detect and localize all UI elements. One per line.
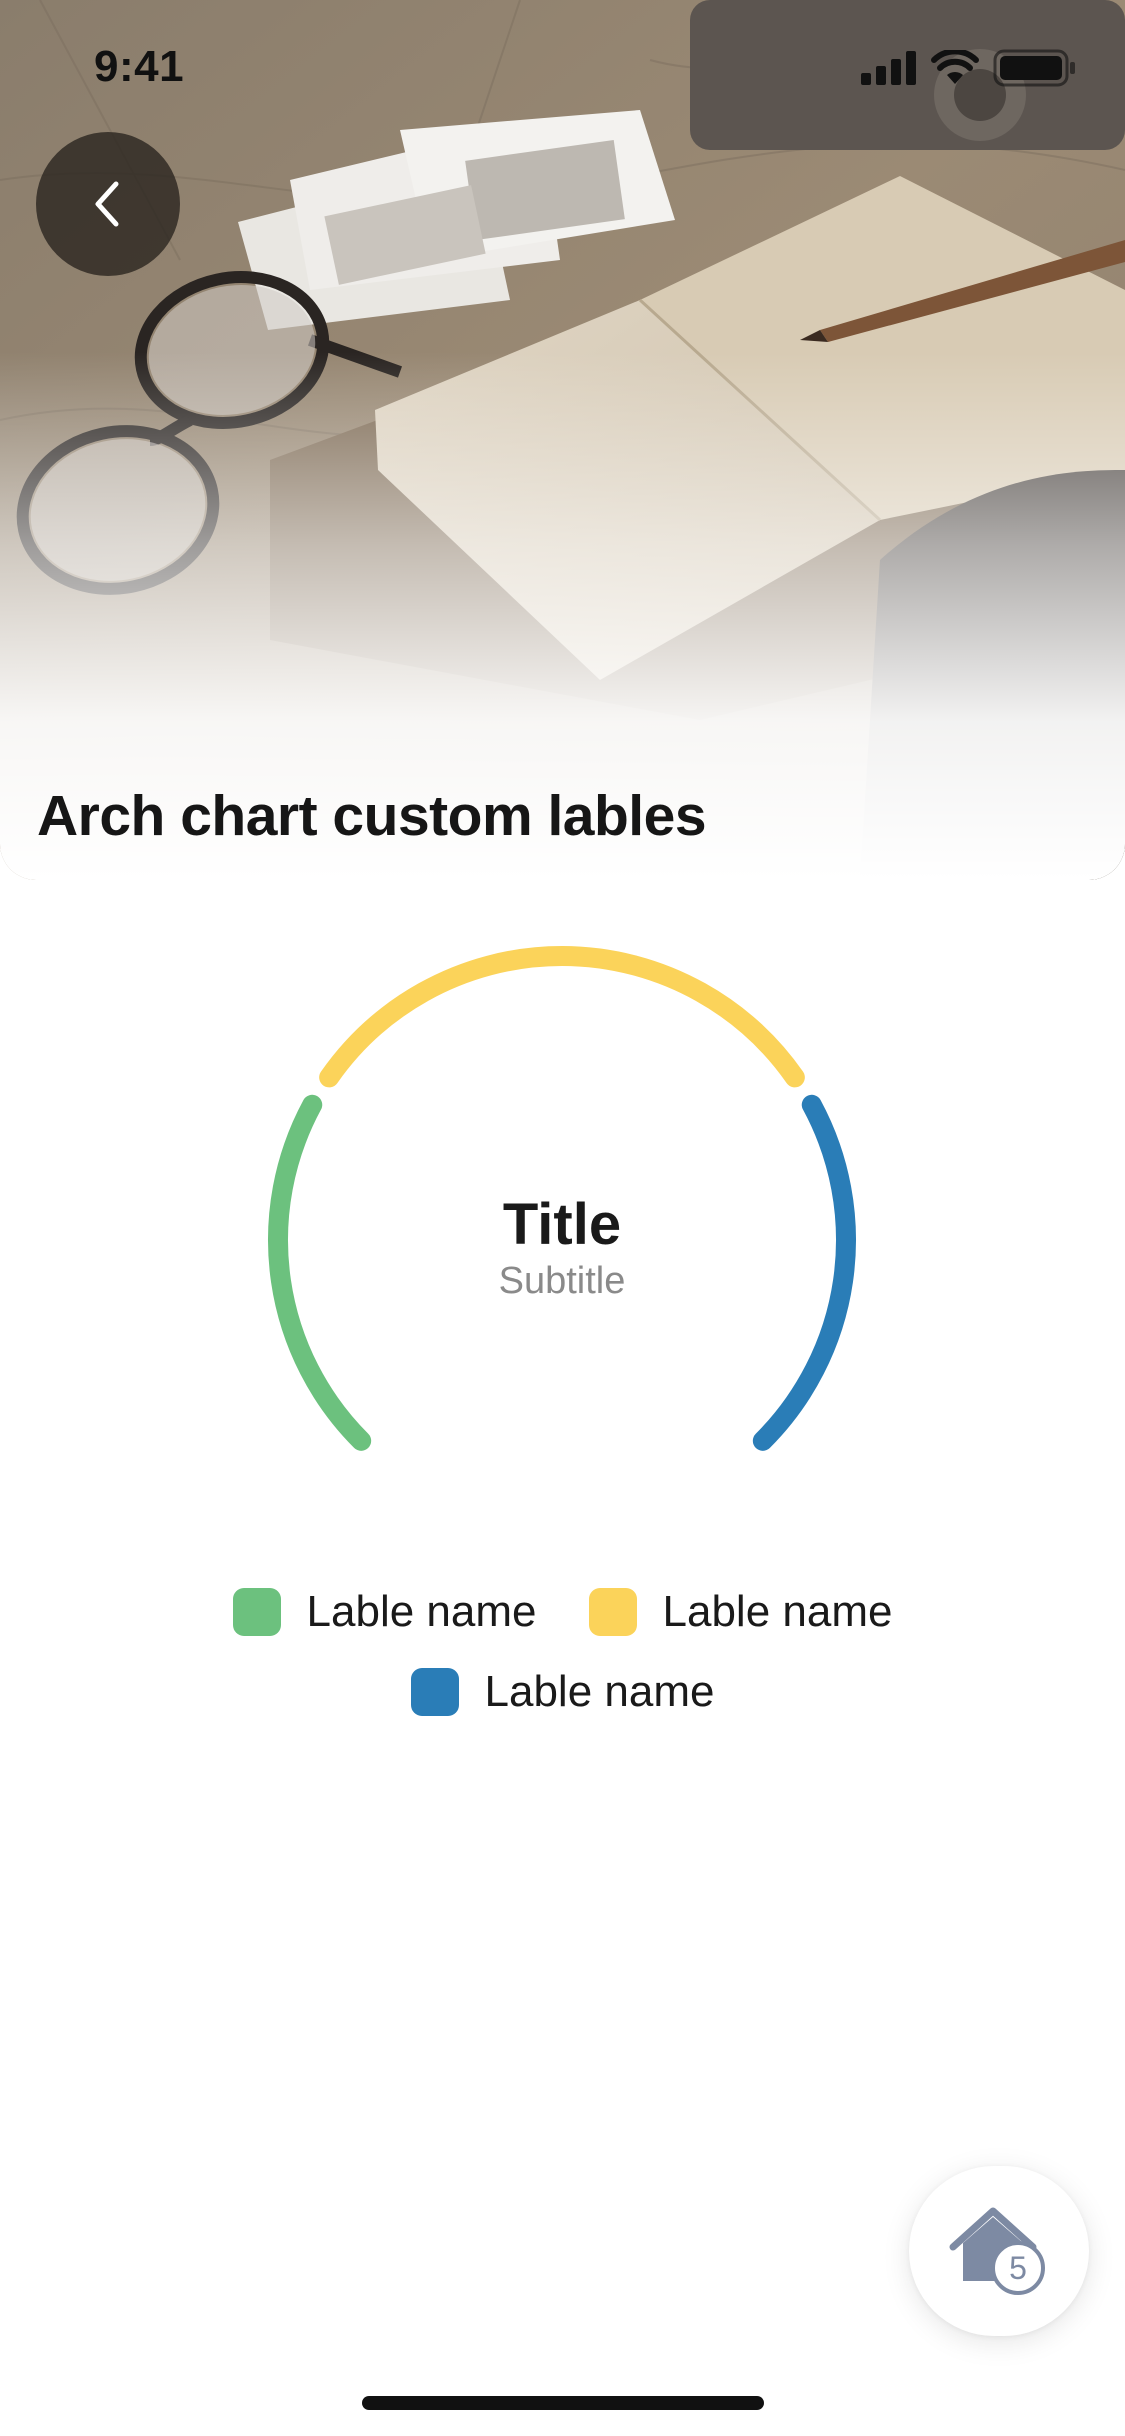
hero-header: 9:41 Arch chart custom lable bbox=[0, 0, 1125, 880]
signal-icon bbox=[861, 51, 916, 85]
home-icon: 5 bbox=[947, 2203, 1051, 2299]
battery-icon bbox=[993, 49, 1075, 87]
arch-segment bbox=[268, 1094, 372, 1451]
legend-row: Lable name Lable name bbox=[0, 1580, 1125, 1644]
chart-legend: Lable name Lable name Lable name bbox=[0, 1580, 1125, 1740]
arch-chart: Title Subtitle bbox=[222, 900, 902, 1540]
arch-segment bbox=[752, 1094, 856, 1451]
home-indicator[interactable] bbox=[362, 2396, 764, 2410]
legend-item[interactable]: Lable name bbox=[588, 1587, 893, 1637]
legend-label: Lable name bbox=[662, 1587, 893, 1636]
legend-swatch-green bbox=[232, 1588, 281, 1636]
status-icons bbox=[861, 48, 1077, 88]
chart-title: Title bbox=[502, 1192, 622, 1257]
legend-item[interactable]: Lable name bbox=[410, 1667, 715, 1717]
legend-label: Lable name bbox=[306, 1587, 537, 1636]
hero-fade bbox=[0, 0, 1125, 880]
legend-row: Lable name bbox=[0, 1660, 1125, 1724]
page-title: Arch chart custom lables bbox=[37, 784, 707, 848]
legend-swatch-yellow bbox=[588, 1588, 637, 1636]
status-time: 9:41 bbox=[94, 42, 185, 91]
chart-center-text: Title Subtitle bbox=[222, 1192, 902, 1304]
arch-chart-svg bbox=[268, 946, 856, 1451]
back-button[interactable] bbox=[36, 132, 180, 276]
home-button[interactable]: 5 bbox=[909, 2166, 1089, 2336]
legend-item[interactable]: Lable name bbox=[232, 1587, 537, 1637]
legend-swatch-blue bbox=[410, 1668, 459, 1716]
chart-subtitle: Subtitle bbox=[498, 1260, 626, 1302]
chevron-left-icon bbox=[95, 181, 119, 227]
legend-label: Lable name bbox=[484, 1667, 715, 1716]
status-bar: 9:41 bbox=[0, 0, 1125, 132]
wifi-icon bbox=[931, 50, 979, 84]
arch-segment bbox=[319, 946, 805, 1088]
home-badge: 5 bbox=[991, 2241, 1045, 2295]
